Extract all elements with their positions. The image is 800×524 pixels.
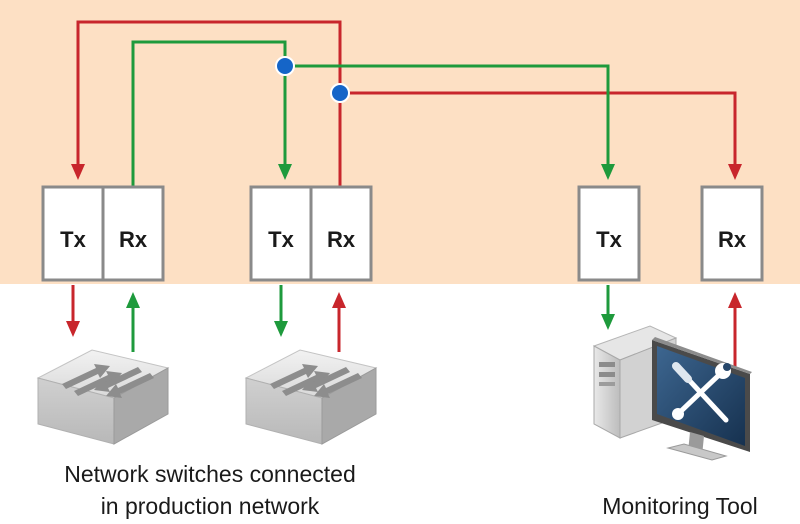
green-tap-point [275, 56, 295, 76]
tap-a-tx-down-arrowhead [66, 321, 80, 337]
tap-b-tx-down-arrowhead [274, 321, 288, 337]
switches-caption-line2: in production network [100, 493, 320, 519]
tap-b-port-rx: Rx [309, 185, 373, 282]
monitor-tx-label: Tx [596, 227, 622, 252]
tap-b-rx-up-arrowhead [332, 292, 346, 308]
tap-a-rx-up-arrowhead [126, 292, 140, 308]
monitor-rx-label: Rx [718, 227, 747, 252]
tap-b-rx-label: Rx [327, 227, 356, 252]
switches-caption: Network switches connected in production… [20, 458, 400, 522]
tap-b-port-tx: Tx [249, 185, 313, 282]
switches-caption-line1: Network switches connected [64, 461, 356, 487]
red-tap-point [330, 83, 350, 103]
monitor-tx-down-arrowhead [601, 314, 615, 330]
tap-a-rx-label: Rx [119, 227, 148, 252]
tap-a-port-tx: Tx [41, 185, 105, 282]
wrench-screwdriver-icon [672, 362, 731, 423]
network-switch-icon-right [244, 349, 378, 445]
desktop-computer-icon [592, 325, 752, 461]
green-link-path [131, 40, 287, 187]
green-tap-branch-arrowhead [601, 164, 615, 180]
network-switch-icon-left [36, 349, 170, 445]
tap-b-tx-label: Tx [268, 227, 294, 252]
monitor-port-rx: Rx [700, 185, 764, 282]
green-link-arrowhead [278, 164, 292, 180]
monitoring-tool-caption: Monitoring Tool [602, 493, 758, 519]
monitor-port-tx: Tx [577, 185, 641, 282]
tap-a-port-rx: Rx [101, 185, 165, 282]
red-link-path [76, 20, 342, 187]
red-link-arrowhead [71, 164, 85, 180]
tap-a-tx-label: Tx [60, 227, 86, 252]
monitor-rx-up-arrowhead [728, 292, 742, 308]
red-tap-branch-arrowhead [728, 164, 742, 180]
green-tap-branch-path [285, 64, 610, 168]
red-tap-branch-path [340, 91, 737, 168]
